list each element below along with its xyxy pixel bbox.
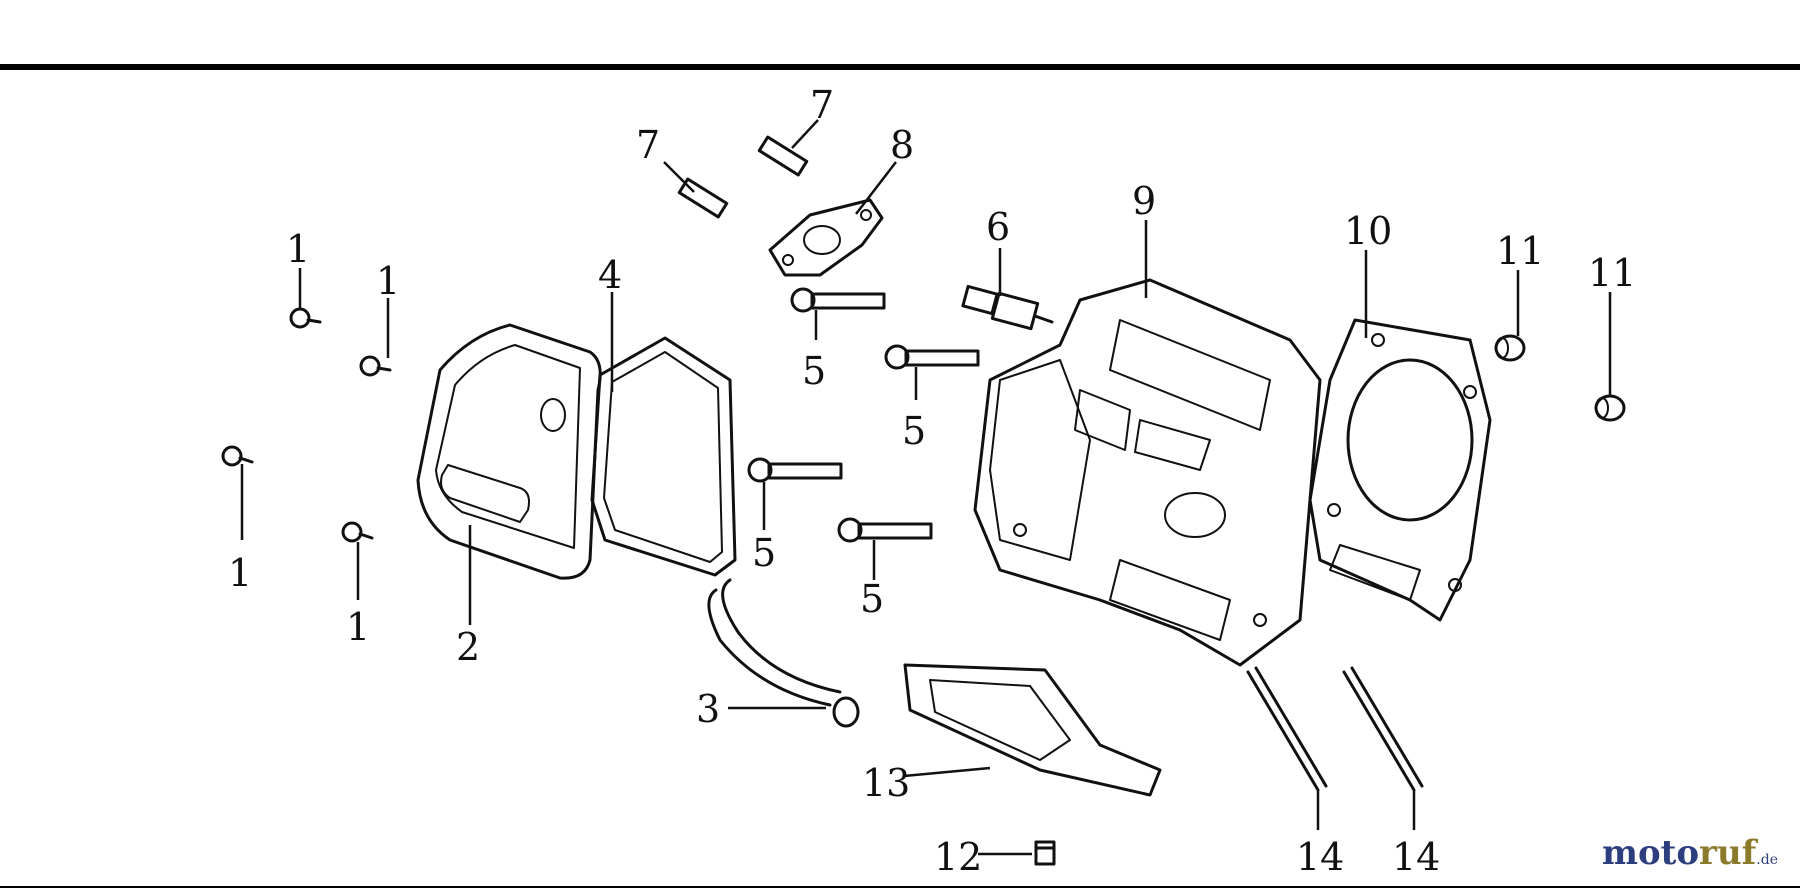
part-bolt-small-1a bbox=[289, 307, 322, 329]
callout-3: 3 bbox=[696, 687, 720, 731]
callout-7b: 7 bbox=[810, 83, 834, 127]
watermark-part2: ruf bbox=[1699, 833, 1757, 873]
part-bolt-small-1c bbox=[221, 445, 254, 467]
part-bolt-small-1d bbox=[341, 521, 374, 543]
callout-1c: 1 bbox=[228, 551, 252, 595]
part-dowel-pin-11b bbox=[1594, 394, 1626, 422]
part-stud-7b bbox=[757, 135, 809, 177]
leader-7b bbox=[791, 119, 819, 149]
part-spark-plug bbox=[961, 284, 1054, 331]
callout-5b: 5 bbox=[902, 409, 926, 453]
part-screw-12 bbox=[1034, 840, 1056, 866]
leader-7a bbox=[663, 161, 695, 193]
watermark-tld: .de bbox=[1756, 852, 1778, 868]
callout-2: 2 bbox=[456, 625, 480, 669]
part-head-bolt-5a bbox=[790, 287, 886, 313]
callout-13: 13 bbox=[862, 761, 910, 805]
top-rule bbox=[0, 64, 1800, 70]
callout-14b: 14 bbox=[1392, 835, 1440, 879]
watermark-logo: motoruf.de bbox=[1602, 833, 1778, 873]
callout-1a: 1 bbox=[286, 227, 310, 271]
callout-12: 12 bbox=[934, 835, 982, 879]
part-deflector-plate bbox=[903, 663, 1162, 797]
leader-8 bbox=[855, 161, 897, 215]
callout-8: 8 bbox=[890, 123, 914, 167]
callout-9: 9 bbox=[1132, 179, 1156, 223]
part-valve-cover bbox=[416, 323, 602, 580]
part-head-bolt-5b bbox=[884, 344, 980, 370]
callout-11a: 11 bbox=[1496, 229, 1544, 273]
part-dowel-pin-11a bbox=[1494, 334, 1526, 362]
callout-1b: 1 bbox=[376, 259, 400, 303]
part-stud-7a bbox=[677, 177, 729, 219]
part-cover-gasket bbox=[590, 336, 737, 577]
part-breather-hose bbox=[707, 578, 860, 728]
callout-6: 6 bbox=[986, 205, 1010, 249]
leader-13 bbox=[903, 766, 991, 778]
callout-1d: 1 bbox=[346, 605, 370, 649]
part-cylinder-head bbox=[973, 278, 1322, 667]
leader-lines bbox=[240, 119, 1612, 856]
callout-5c: 5 bbox=[752, 531, 776, 575]
callout-10: 10 bbox=[1344, 209, 1392, 253]
part-bolt-small-1b bbox=[359, 355, 392, 377]
callout-5d: 5 bbox=[860, 577, 884, 621]
part-long-stud-14b bbox=[1342, 666, 1424, 792]
callout-labels: 1 1 1 1 2 3 4 5 5 5 5 6 7 7 8 9 10 11 11… bbox=[228, 83, 1636, 879]
bottom-rule bbox=[0, 886, 1800, 888]
callout-7a: 7 bbox=[636, 123, 660, 167]
callout-5a: 5 bbox=[802, 349, 826, 393]
callout-4: 4 bbox=[598, 253, 622, 297]
part-exhaust-gasket bbox=[768, 198, 884, 277]
part-head-gasket bbox=[1308, 318, 1492, 622]
part-long-stud-14a bbox=[1246, 666, 1328, 792]
part-head-bolt-5c bbox=[747, 457, 843, 483]
part-head-bolt-5d bbox=[837, 517, 933, 543]
callout-14a: 14 bbox=[1296, 835, 1344, 879]
callout-11b: 11 bbox=[1588, 251, 1636, 295]
watermark-part1: moto bbox=[1601, 833, 1700, 873]
